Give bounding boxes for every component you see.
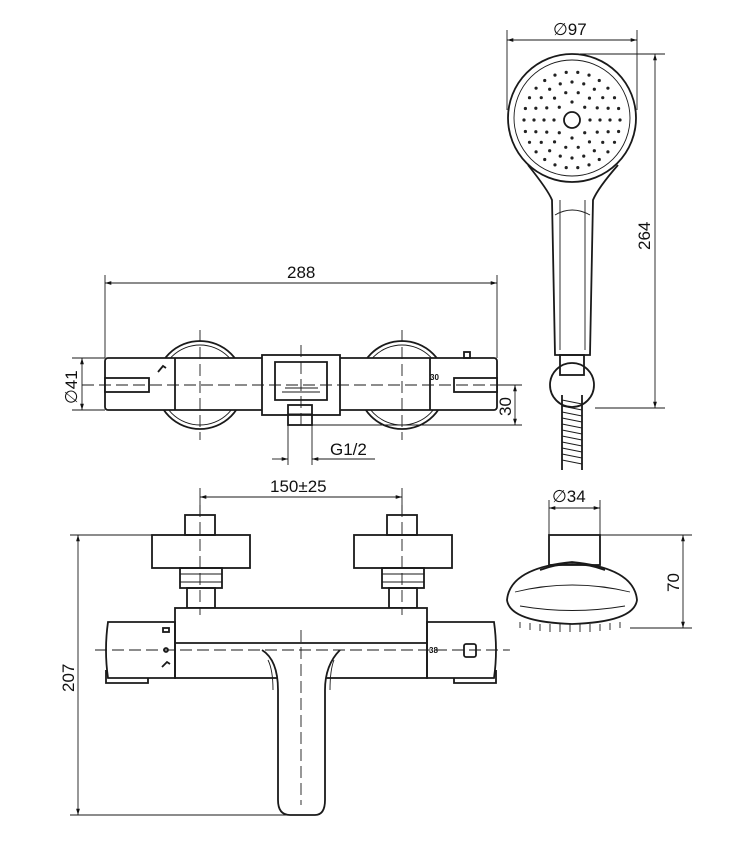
- spray-nozzle: [558, 154, 562, 158]
- dimension-hand-shower-length: 264: [580, 53, 665, 409]
- spray-nozzle: [539, 96, 543, 100]
- spray-nozzle: [534, 130, 538, 134]
- spray-nozzle: [598, 118, 602, 122]
- dimension-outlet-thread: G1/2: [272, 425, 375, 465]
- spray-nozzle: [570, 80, 574, 84]
- spray-nozzle: [606, 106, 610, 110]
- spray-nozzle: [601, 140, 605, 144]
- spray-nozzle: [592, 87, 596, 91]
- spray-nozzle: [523, 129, 527, 134]
- depth-label: 70: [664, 573, 683, 592]
- spray-nozzle: [557, 105, 561, 109]
- temperature-mark-front: 38: [429, 646, 438, 655]
- mixer-top-view: 30: [82, 330, 520, 440]
- inlet-centers-label: 150±25: [270, 477, 327, 496]
- hand-shower-side-view: [506, 534, 638, 632]
- spray-nozzle: [601, 96, 605, 100]
- dimension-inlet-centers: 150±25: [199, 477, 403, 515]
- spray-nozzle: [570, 136, 574, 140]
- spray-nozzle: [587, 163, 591, 167]
- spray-nozzle: [582, 82, 586, 86]
- spray-nozzle: [606, 86, 610, 90]
- spray-nozzle: [588, 118, 592, 122]
- spray-nozzle: [576, 70, 580, 74]
- spray-nozzle: [553, 163, 557, 167]
- spray-nozzle: [595, 106, 599, 110]
- handle-diameter-label: ∅34: [552, 487, 586, 506]
- mixer-front-view: 38: [95, 505, 510, 816]
- spray-nozzle: [606, 130, 610, 134]
- spray-nozzle: [570, 156, 574, 160]
- spray-nozzle: [612, 96, 617, 100]
- hand-shower-front-view: [507, 53, 637, 470]
- temperature-mark-top: 30: [430, 373, 439, 382]
- dimension-head-diameter: ∅97: [506, 20, 638, 110]
- height-label: 207: [59, 664, 78, 692]
- dimension-hand-shower-depth: 70: [600, 534, 692, 629]
- spray-nozzle: [618, 118, 622, 122]
- spray-nozzle: [552, 96, 557, 100]
- spray-nozzle: [582, 154, 586, 158]
- spray-nozzle: [534, 106, 538, 110]
- spray-nozzle: [587, 96, 592, 100]
- spray-nozzle: [548, 87, 552, 91]
- spray-nozzle: [583, 131, 587, 135]
- spray-nozzle: [570, 100, 574, 104]
- body-diameter-label: ∅41: [62, 370, 81, 404]
- spray-nozzle: [564, 145, 568, 149]
- spray-nozzle: [557, 131, 561, 135]
- spray-nozzle: [553, 73, 557, 77]
- spray-nozzle: [545, 130, 549, 134]
- spray-nozzle: [527, 140, 532, 144]
- spray-nozzle: [564, 70, 568, 74]
- spray-nozzle: [583, 105, 587, 109]
- spray-nozzle: [542, 118, 546, 122]
- spray-nozzle: [606, 150, 610, 154]
- spray-nozzle: [543, 157, 547, 162]
- spray-nozzle: [587, 73, 591, 77]
- spray-nozzle: [597, 157, 601, 162]
- spray-nozzle: [527, 96, 532, 100]
- spray-nozzle: [552, 118, 556, 122]
- dimension-mixer-height: 207: [59, 534, 290, 816]
- dimension-outlet-offset: 30: [312, 384, 522, 426]
- outlet-offset-label: 30: [496, 397, 515, 416]
- head-diameter-label: ∅97: [553, 20, 587, 39]
- thread-label: G1/2: [330, 440, 367, 459]
- width-label: 288: [287, 263, 315, 282]
- spray-nozzle: [552, 140, 557, 144]
- spray-nozzle: [597, 78, 601, 83]
- spray-nozzle: [532, 118, 536, 122]
- length-label: 264: [635, 222, 654, 250]
- spray-nozzle: [522, 118, 526, 122]
- spray-nozzle: [534, 86, 538, 90]
- spray-nozzle: [564, 166, 568, 170]
- spray-nozzle: [608, 118, 612, 122]
- spray-nozzle: [564, 91, 568, 95]
- spray-nozzle: [587, 140, 592, 144]
- spray-nozzle: [534, 150, 538, 154]
- dimension-handle-diameter: ∅34: [548, 487, 601, 535]
- spray-nozzle: [576, 166, 580, 170]
- spray-nozzle: [523, 106, 527, 111]
- spray-nozzle: [576, 145, 580, 149]
- spray-nozzle: [558, 82, 562, 86]
- dimension-mixer-width: 288: [104, 263, 498, 358]
- spray-nozzle: [539, 140, 543, 144]
- spray-nozzle: [592, 149, 596, 153]
- spray-nozzle: [576, 91, 580, 95]
- spray-nozzle: [595, 130, 599, 134]
- spray-nozzle: [617, 129, 621, 134]
- spray-nozzle: [545, 106, 549, 110]
- spray-nozzle: [617, 106, 621, 111]
- spray-nozzle: [612, 140, 617, 144]
- dimension-body-diameter: ∅41: [62, 357, 105, 411]
- spray-nozzle: [548, 149, 552, 153]
- spray-nozzle: [543, 78, 547, 83]
